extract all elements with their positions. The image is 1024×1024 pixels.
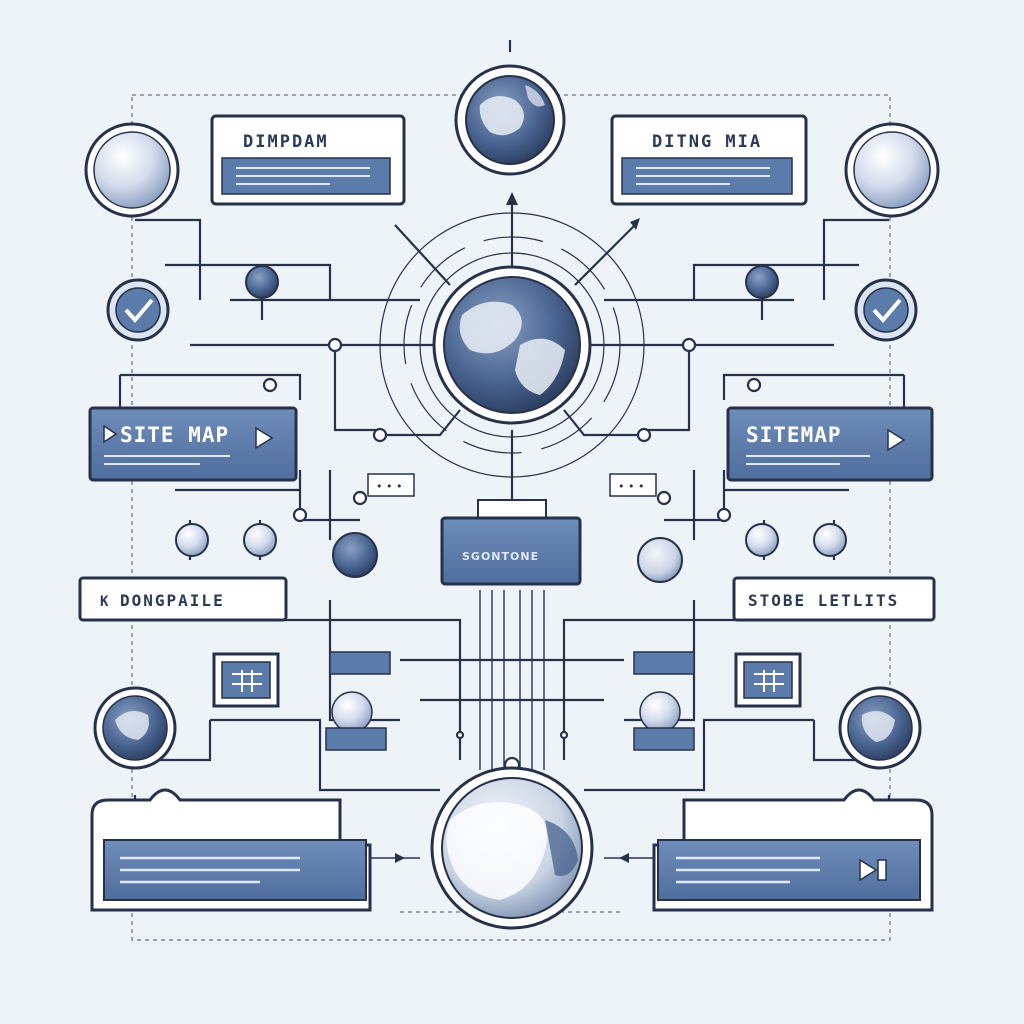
site-map-right-label: SITEMAP: [746, 423, 842, 447]
checkmark-icon: [106, 278, 170, 342]
center-label-box: SGONTONE: [440, 499, 582, 586]
top-right-label: DITNG MIA: [652, 132, 762, 152]
mid-right-label: STOBE LETLITS: [748, 591, 899, 610]
top-globe-icon: [454, 40, 566, 176]
mid-right-label-box: STOBE LETLITS: [732, 576, 936, 622]
globe-icon: [838, 686, 922, 770]
center-label: SGONTONE: [462, 550, 539, 563]
pin-icon: [245, 265, 779, 320]
component-stack-icon: [325, 651, 695, 751]
top-left-label: DIMPDAM: [243, 132, 329, 152]
svg-text:• • •: • • •: [618, 480, 644, 493]
grid-window-icon: [212, 652, 280, 708]
top-left-label-box: DIMPDAM: [210, 114, 406, 206]
sphere-node-icon: [84, 122, 180, 218]
bottom-right-panel: [652, 788, 934, 912]
bottom-globe-icon: [430, 766, 594, 930]
center-globe-icon: [432, 265, 592, 425]
sphere-node-icon: [175, 523, 847, 583]
top-right-label-box: DITNG MIA: [610, 114, 808, 206]
play-icon: [859, 858, 878, 882]
checkmark-icon: [854, 278, 918, 342]
globe-icon: [93, 686, 177, 770]
site-map-right-box: SITEMAP: [726, 406, 934, 482]
left-dots-tag: • • •: [367, 473, 415, 497]
play-icon: [255, 426, 274, 450]
play-icon: [103, 424, 118, 444]
sphere-node-icon: [844, 122, 940, 218]
play-icon: [887, 428, 906, 452]
svg-text:• • •: • • •: [376, 480, 402, 493]
site-map-left-box: SITE MAP: [88, 406, 298, 482]
mid-left-prefix: K: [100, 594, 110, 610]
right-dots-tag: • • •: [609, 473, 657, 497]
site-map-left-label: SITE MAP: [120, 423, 229, 447]
grid-window-icon: [734, 652, 802, 708]
mid-left-label: DONGPAILE: [120, 591, 225, 610]
bottom-left-panel: [90, 788, 372, 912]
mid-left-label-box: K DONGPAILE: [78, 576, 288, 622]
